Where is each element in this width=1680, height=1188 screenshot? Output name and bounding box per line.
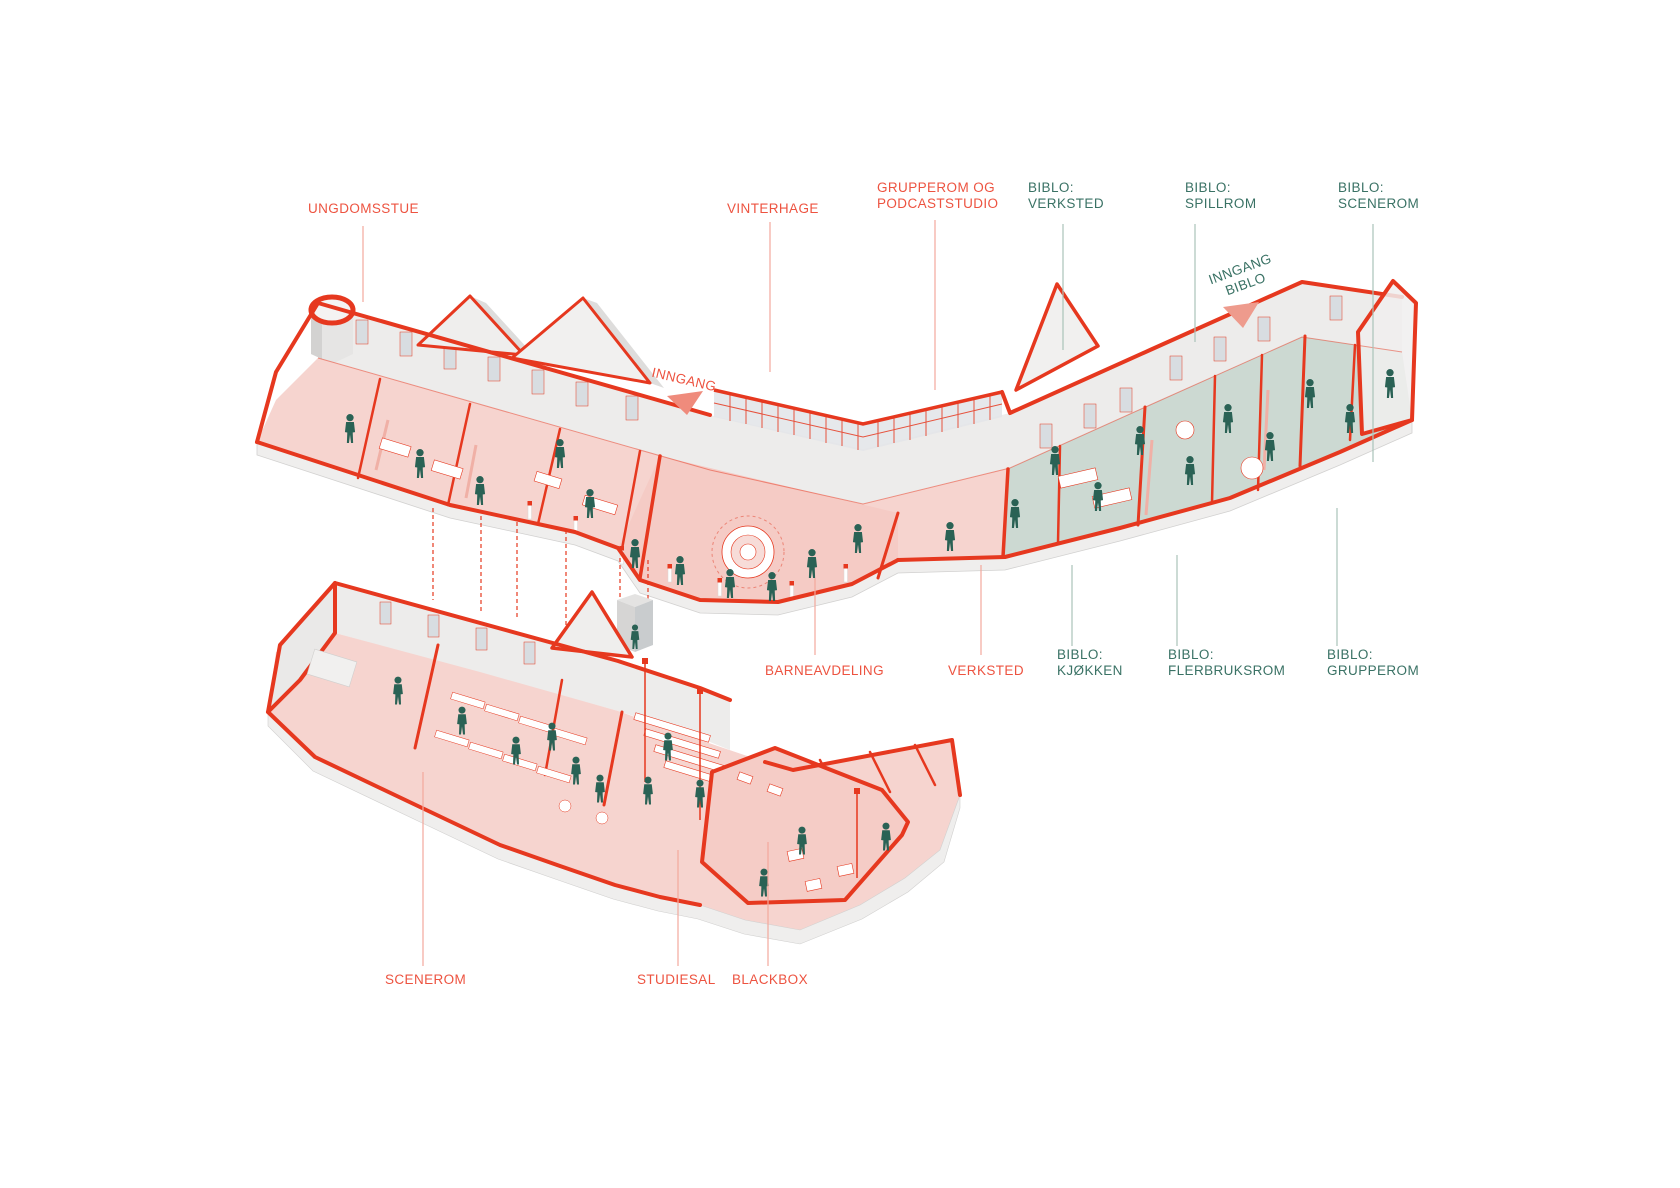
lower-red-outline bbox=[266, 581, 732, 907]
label-verksted-text: VERKSTED bbox=[948, 663, 1024, 678]
lower-right-rooms bbox=[763, 738, 962, 797]
upper-base-line bbox=[317, 336, 1403, 505]
label-biblo-kjokken-line1: BIBLO: bbox=[1057, 647, 1103, 662]
label-biblo-scenerom-line1: BIBLO: bbox=[1338, 180, 1384, 195]
label-biblo-scenerom-line2: SCENEROM bbox=[1338, 196, 1420, 211]
label-verksted: VERKSTED bbox=[948, 663, 1024, 679]
label-biblo-grupperom-line1: BIBLO: bbox=[1327, 647, 1373, 662]
label-vinterhage-text: VINTERHAGE bbox=[727, 201, 819, 216]
label-biblo-kjokken-line2: KJØKKEN bbox=[1057, 663, 1123, 678]
label-ungdomsstue-text: UNGDOMSSTUE bbox=[308, 201, 419, 216]
label-biblo-grupperom-line2: GRUPPEROM bbox=[1327, 663, 1420, 678]
lower-windows bbox=[379, 601, 536, 665]
entrance-triangle-biblo bbox=[1223, 302, 1259, 328]
label-grupperom-podcast: GRUPPEROM OG PODCASTSTUDIO bbox=[877, 180, 998, 212]
label-scenerom-text: SCENEROM bbox=[385, 972, 467, 987]
library-stacks bbox=[434, 691, 609, 825]
upper-furniture bbox=[378, 420, 1264, 516]
scene-platform bbox=[306, 648, 358, 688]
entrance-triangle-main bbox=[667, 391, 703, 415]
label-biblo-scenerom: BIBLO: SCENEROM bbox=[1338, 180, 1419, 212]
lower-left-cap bbox=[266, 581, 337, 714]
winter-garden-roof bbox=[713, 388, 1003, 451]
label-blackbox-text: BLACKBOX bbox=[732, 972, 808, 987]
label-studiesal-text: STUDIESAL bbox=[637, 972, 716, 987]
label-biblo-spillrom-line2: SPILLROM bbox=[1185, 196, 1257, 211]
label-biblo-verksted-line1: BIBLO: bbox=[1028, 180, 1074, 195]
label-grupperom-line2: PODCASTSTUDIO bbox=[877, 196, 999, 211]
label-biblo-verksted: BIBLO: VERKSTED bbox=[1028, 180, 1104, 212]
upper-wing bbox=[255, 279, 1418, 616]
label-blackbox: BLACKBOX bbox=[732, 972, 808, 988]
children-area bbox=[618, 456, 898, 602]
upper-red-outline bbox=[255, 280, 1414, 604]
upper-columns bbox=[527, 501, 848, 600]
label-biblo-grupperom: BIBLO: GRUPPEROM bbox=[1327, 647, 1419, 679]
upper-windows bbox=[355, 295, 1343, 449]
label-ungdomsstue: UNGDOMSSTUE bbox=[308, 201, 419, 217]
label-biblo-kjokken: BIBLO: KJØKKEN bbox=[1057, 647, 1123, 679]
lower-wing bbox=[266, 581, 962, 945]
label-biblo-verksted-line2: VERKSTED bbox=[1028, 196, 1104, 211]
label-scenerom: SCENEROM bbox=[385, 972, 466, 988]
label-biblo-spillrom-line1: BIBLO: bbox=[1185, 180, 1231, 195]
label-biblo-flerbruksrom: BIBLO: FLERBRUKSROM bbox=[1168, 647, 1285, 679]
annotation-lines bbox=[362, 220, 1374, 966]
studiesal-seats bbox=[633, 712, 741, 791]
label-biblo-flerbruksrom-line2: FLERBRUKSROM bbox=[1168, 663, 1286, 678]
label-barneavdeling-text: BARNEAVDELING bbox=[765, 663, 884, 678]
label-grupperom-line1: GRUPPEROM OG bbox=[877, 180, 996, 195]
label-vinterhage: VINTERHAGE bbox=[727, 201, 819, 217]
label-studiesal: STUDIESAL bbox=[637, 972, 716, 988]
label-biblo-spillrom: BIBLO: SPILLROM bbox=[1185, 180, 1256, 212]
label-biblo-flerbruksrom-line1: BIBLO: bbox=[1168, 647, 1214, 662]
label-barneavdeling: BARNEAVDELING bbox=[765, 663, 884, 679]
